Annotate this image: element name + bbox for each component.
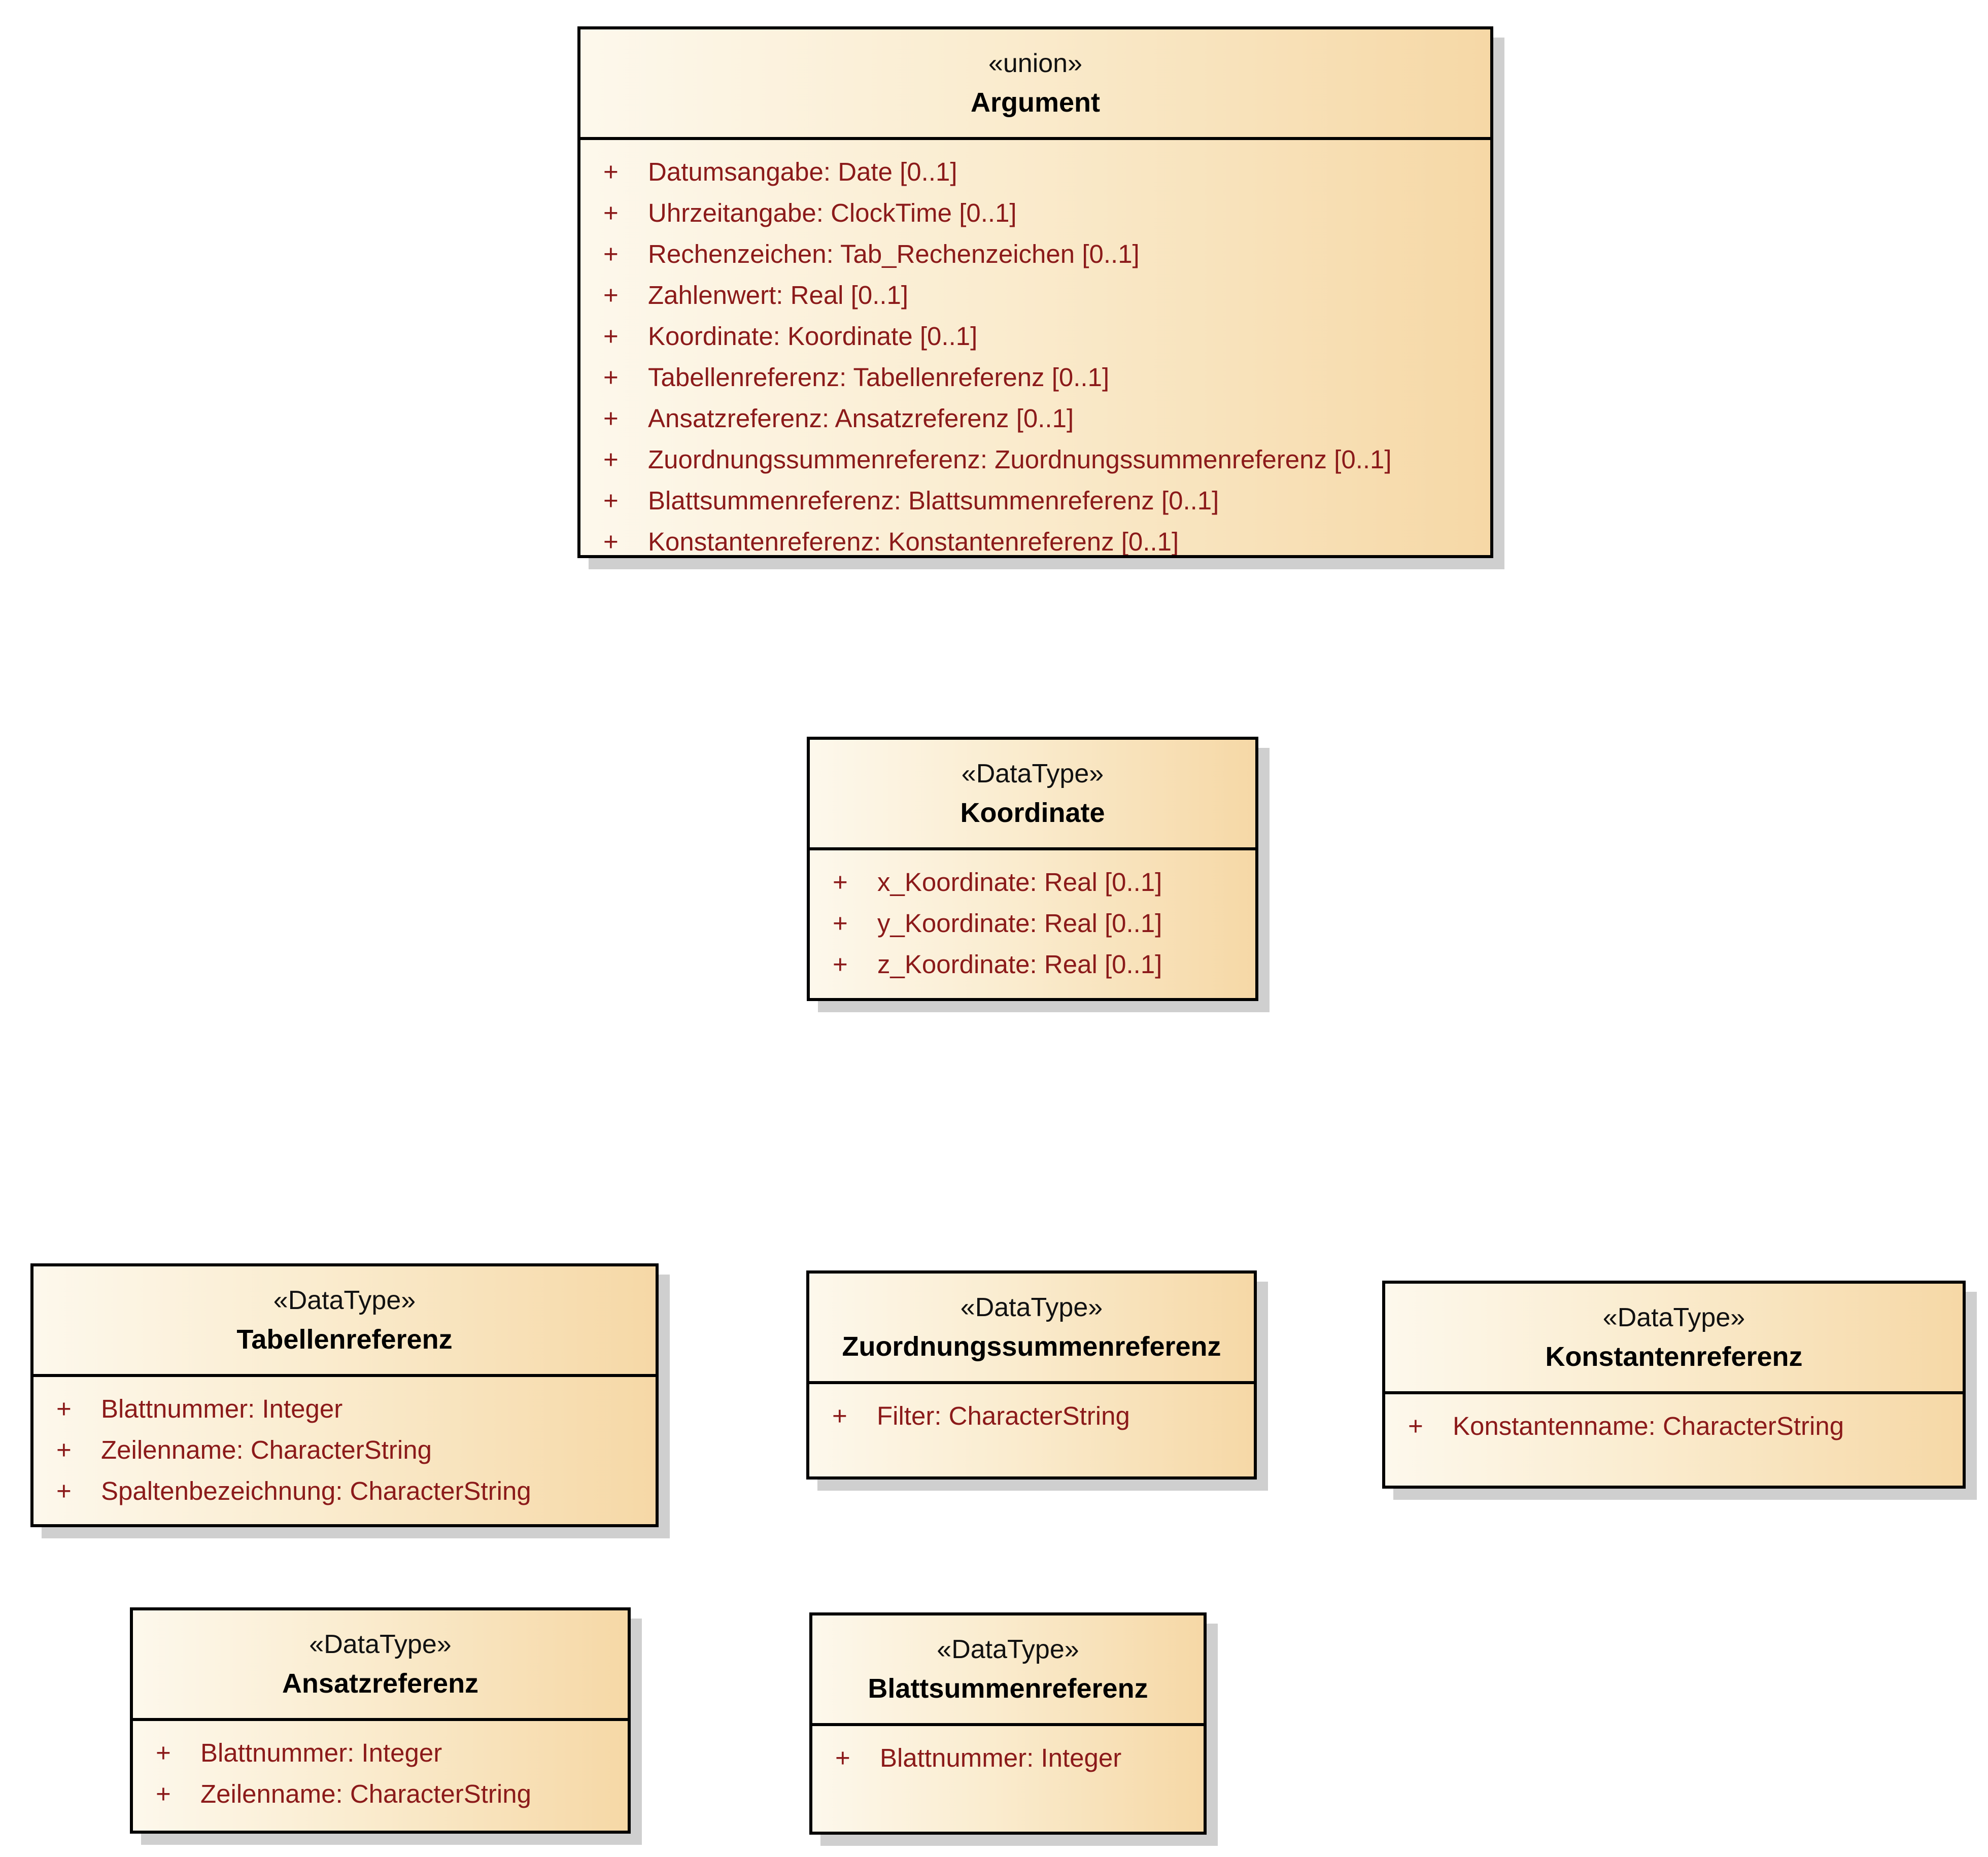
- attribute-row: + Zeilenname: CharacterString: [133, 1773, 628, 1814]
- visibility-marker: +: [603, 239, 619, 268]
- attribute-row: + Filter: CharacterString: [809, 1395, 1254, 1436]
- attribute-label: Zeilenname: CharacterString: [200, 1779, 531, 1808]
- attribute-row: + Ansatzreferenz: Ansatzreferenz [0..1]: [580, 398, 1490, 439]
- visibility-marker: +: [603, 157, 619, 186]
- attribute-row: + Uhrzeitangabe: ClockTime [0..1]: [580, 192, 1490, 233]
- attribute-label: Spaltenbezeichnung: CharacterString: [101, 1476, 531, 1505]
- visibility-marker: +: [833, 868, 848, 897]
- visibility-marker: +: [156, 1779, 171, 1808]
- attributes-compartment: + x_Koordinate: Real [0..1] + y_Koordina…: [810, 850, 1255, 998]
- attribute-row: + Rechenzeichen: Tab_Rechenzeichen [0..1…: [580, 233, 1490, 274]
- stereotype-label: «DataType»: [937, 1635, 1079, 1664]
- attribute-label: Tabellenreferenz: Tabellenreferenz [0..1…: [648, 363, 1110, 392]
- visibility-marker: +: [603, 404, 619, 433]
- attribute-row: + Zuordnungssummenreferenz: Zuordnungssu…: [580, 439, 1490, 480]
- class-box-koordinate[interactable]: «DataType» Koordinate + x_Koordinate: Re…: [807, 737, 1258, 1001]
- attribute-label: Blattnummer: Integer: [200, 1738, 442, 1767]
- visibility-marker: +: [833, 909, 848, 938]
- attribute-label: Blattsummenreferenz: Blattsummenreferenz…: [648, 486, 1219, 515]
- attribute-label: Konstantenname: CharacterString: [1453, 1412, 1844, 1440]
- stereotype-label: «DataType»: [961, 759, 1104, 788]
- attribute-row: + Tabellenreferenz: Tabellenreferenz [0.…: [580, 357, 1490, 398]
- class-box-zuordnungssummenreferenz[interactable]: «DataType» Zuordnungssummenreferenz + Fi…: [806, 1270, 1257, 1480]
- attribute-label: Koordinate: Koordinate [0..1]: [648, 322, 978, 351]
- attribute-label: Uhrzeitangabe: ClockTime [0..1]: [648, 198, 1017, 227]
- class-header: «union» Argument: [580, 29, 1490, 140]
- attribute-row: + Konstantenname: CharacterString: [1385, 1405, 1963, 1447]
- class-name: Konstantenreferenz: [1545, 1342, 1803, 1372]
- class-header: «DataType» Ansatzreferenz: [133, 1610, 628, 1721]
- attribute-label: Ansatzreferenz: Ansatzreferenz [0..1]: [648, 404, 1074, 433]
- visibility-marker: +: [156, 1738, 171, 1767]
- visibility-marker: +: [603, 486, 619, 515]
- visibility-marker: +: [603, 281, 619, 310]
- attribute-label: Blattnummer: Integer: [101, 1394, 343, 1423]
- attribute-row: + Blattnummer: Integer: [133, 1732, 628, 1773]
- attribute-row: + Konstantenreferenz: Konstantenreferenz…: [580, 521, 1490, 555]
- attribute-label: y_Koordinate: Real [0..1]: [877, 909, 1162, 938]
- visibility-marker: +: [835, 1743, 850, 1772]
- visibility-marker: +: [603, 198, 619, 227]
- attribute-row: + Zahlenwert: Real [0..1]: [580, 274, 1490, 316]
- attribute-row: + Koordinate: Koordinate [0..1]: [580, 316, 1490, 357]
- visibility-marker: +: [56, 1435, 72, 1464]
- class-name: Koordinate: [960, 798, 1105, 828]
- class-header: «DataType» Blattsummenreferenz: [812, 1615, 1204, 1726]
- attribute-label: Blattnummer: Integer: [880, 1743, 1122, 1772]
- attributes-compartment: + Datumsangabe: Date [0..1] + Uhrzeitang…: [580, 140, 1490, 555]
- attributes-compartment: + Konstantenname: CharacterString: [1385, 1394, 1963, 1486]
- visibility-marker: +: [603, 322, 619, 351]
- attribute-row: + Blattnummer: Integer: [33, 1388, 656, 1429]
- stereotype-label: «DataType»: [960, 1293, 1103, 1322]
- class-box-ansatzreferenz[interactable]: «DataType» Ansatzreferenz + Blattnummer:…: [130, 1607, 631, 1834]
- attribute-row: + z_Koordinate: Real [0..1]: [810, 944, 1255, 985]
- attribute-label: x_Koordinate: Real [0..1]: [877, 868, 1162, 897]
- visibility-marker: +: [603, 445, 619, 474]
- stereotype-label: «DataType»: [1602, 1303, 1745, 1332]
- attribute-row: + y_Koordinate: Real [0..1]: [810, 903, 1255, 944]
- attribute-row: + Zeilenname: CharacterString: [33, 1429, 656, 1470]
- attribute-label: Zahlenwert: Real [0..1]: [648, 281, 909, 310]
- class-box-argument[interactable]: «union» Argument + Datumsangabe: Date [0…: [577, 26, 1493, 558]
- attributes-compartment: + Blattnummer: Integer: [812, 1726, 1204, 1832]
- attributes-compartment: + Blattnummer: Integer + Zeilenname: Cha…: [33, 1377, 656, 1524]
- attribute-label: Datumsangabe: Date [0..1]: [648, 157, 957, 186]
- visibility-marker: +: [56, 1476, 72, 1505]
- attribute-row: + Blattnummer: Integer: [812, 1737, 1204, 1778]
- stereotype-label: «union»: [988, 49, 1083, 78]
- class-name: Ansatzreferenz: [282, 1668, 479, 1699]
- attributes-compartment: + Filter: CharacterString: [809, 1384, 1254, 1476]
- class-name: Blattsummenreferenz: [868, 1673, 1148, 1704]
- visibility-marker: +: [56, 1394, 72, 1423]
- visibility-marker: +: [1408, 1412, 1423, 1440]
- attribute-row: + Spaltenbezeichnung: CharacterString: [33, 1470, 656, 1511]
- attributes-compartment: + Blattnummer: Integer + Zeilenname: Cha…: [133, 1721, 628, 1831]
- attribute-row: + Blattsummenreferenz: Blattsummenrefere…: [580, 480, 1490, 521]
- visibility-marker: +: [832, 1401, 847, 1430]
- attribute-label: Zuordnungssummenreferenz: Zuordnungssumm…: [648, 445, 1392, 474]
- class-header: «DataType» Zuordnungssummenreferenz: [809, 1274, 1254, 1384]
- class-name: Argument: [971, 87, 1100, 118]
- attribute-label: Konstantenreferenz: Konstantenreferenz […: [648, 527, 1179, 555]
- visibility-marker: +: [833, 950, 848, 979]
- class-name: Zuordnungssummenreferenz: [842, 1331, 1221, 1362]
- attribute-label: Rechenzeichen: Tab_Rechenzeichen [0..1]: [648, 239, 1140, 268]
- attribute-row: + Datumsangabe: Date [0..1]: [580, 151, 1490, 192]
- class-header: «DataType» Konstantenreferenz: [1385, 1284, 1963, 1394]
- class-name: Tabellenreferenz: [236, 1324, 453, 1355]
- visibility-marker: +: [603, 363, 619, 392]
- visibility-marker: +: [603, 527, 619, 555]
- class-box-blattsummenreferenz[interactable]: «DataType» Blattsummenreferenz + Blattnu…: [809, 1612, 1207, 1835]
- attribute-row: + x_Koordinate: Real [0..1]: [810, 862, 1255, 903]
- class-header: «DataType» Koordinate: [810, 740, 1255, 850]
- class-box-tabellenreferenz[interactable]: «DataType» Tabellenreferenz + Blattnumme…: [30, 1263, 659, 1527]
- attribute-label: z_Koordinate: Real [0..1]: [877, 950, 1162, 979]
- attribute-label: Filter: CharacterString: [877, 1401, 1130, 1430]
- attribute-label: Zeilenname: CharacterString: [101, 1435, 432, 1464]
- class-box-konstantenreferenz[interactable]: «DataType» Konstantenreferenz + Konstant…: [1382, 1281, 1966, 1489]
- class-header: «DataType» Tabellenreferenz: [33, 1266, 656, 1377]
- stereotype-label: «DataType»: [273, 1286, 416, 1315]
- stereotype-label: «DataType»: [309, 1630, 452, 1659]
